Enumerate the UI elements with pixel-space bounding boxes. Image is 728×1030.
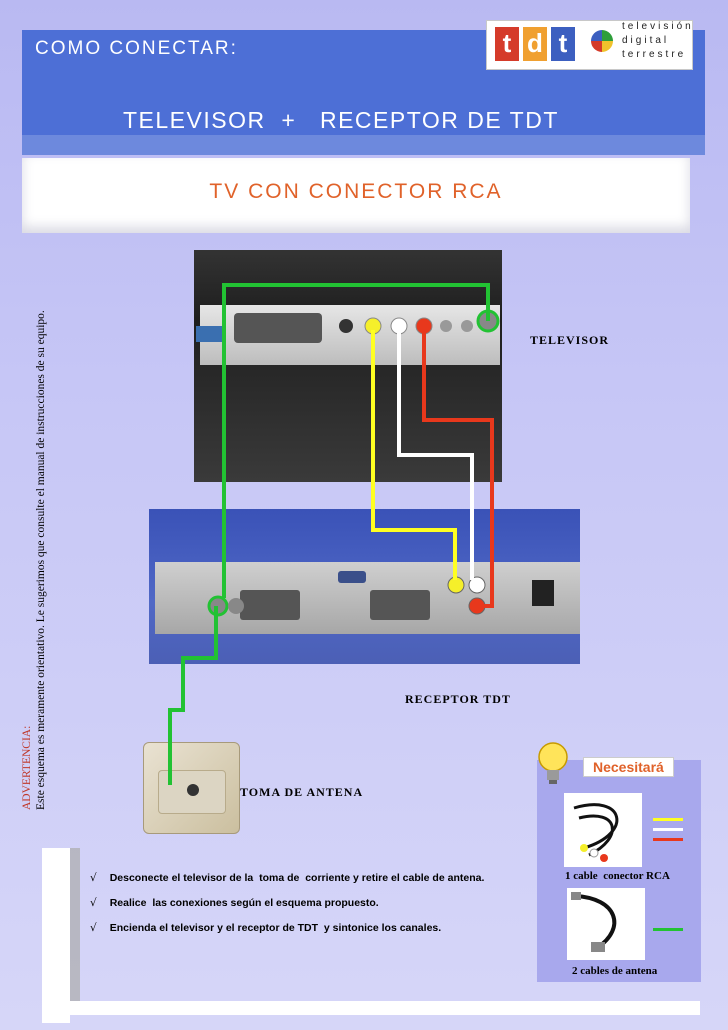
tv-back-photo — [194, 250, 502, 482]
receiver-power-switch — [532, 580, 554, 606]
check-icon: √ — [90, 922, 97, 934]
antenna-cable-tv — [222, 283, 490, 598]
receiver-rs232-port — [338, 571, 366, 583]
antenna-cable-photo — [567, 888, 645, 960]
label-receiver: RECEPTOR TDT — [405, 692, 511, 706]
tv-svideo-port — [339, 319, 353, 333]
rca-cable-caption: 1 cable conector RCA — [565, 870, 670, 882]
receiver-scart-tv — [370, 590, 430, 620]
logo-letter-t2: t — [551, 27, 575, 61]
check-icon: √ — [90, 872, 97, 884]
step-text: Realice las conexiones según el esquema … — [109, 897, 379, 909]
check-icon: √ — [90, 897, 97, 909]
needs-title: Necesitará — [583, 757, 674, 777]
audio-cable-red — [422, 330, 494, 608]
header-heading: COMO CONECTAR: — [35, 38, 238, 59]
logo-line-1: televisión — [622, 21, 694, 32]
step-1: √ Desconecte el televisor de la toma de c… — [90, 872, 484, 884]
steps-frame-bottom — [70, 1001, 700, 1015]
steps-frame-shadow — [70, 848, 80, 1001]
receiver-ant-out-port — [228, 598, 244, 614]
antenna-swatch-green — [653, 928, 683, 931]
receiver-audio-l-out — [468, 576, 486, 594]
tv-headphone-port — [461, 320, 473, 332]
logo-letter-t1: t — [495, 27, 519, 61]
page-title: TELEVISOR + RECEPTOR DE TDT — [123, 107, 559, 133]
label-tv: TELEVISOR — [530, 333, 610, 347]
step-text: Desconecte el televisor de la toma de co… — [109, 872, 485, 884]
rca-swatch-red — [653, 838, 683, 841]
receiver-scart-video — [240, 590, 300, 620]
subheader-title: TV CON CONECTOR RCA — [209, 180, 503, 203]
tv-vga-port — [196, 326, 222, 342]
step-2: √ Realice las conexiones según el esquema… — [90, 897, 379, 909]
step-3: √ Encienda el televisor y el receptor de … — [90, 922, 441, 934]
logo-letter-d: d — [523, 27, 547, 61]
rca-cable-photo — [564, 793, 642, 867]
rca-swatch-yellow — [653, 818, 683, 821]
logo-line-2: digital — [622, 35, 670, 46]
tv-scart-port — [234, 313, 322, 343]
steps-frame-left — [42, 848, 70, 1023]
tdt-logo: t d t — [486, 20, 693, 70]
antenna-cable-caption: 2 cables de antena — [572, 965, 658, 977]
antenna-socket-hole — [187, 784, 199, 796]
video-cable-yellow — [371, 330, 457, 580]
logo-line-3: terrestre — [622, 49, 687, 60]
step-text: Encienda el televisor y el receptor de T… — [109, 922, 442, 934]
logo-globe-icon — [591, 30, 613, 52]
rca-swatch-white — [653, 828, 683, 831]
lightbulb-icon — [538, 742, 568, 784]
label-antenna: TOMA DE ANTENA — [240, 785, 364, 799]
subheader-band — [22, 158, 690, 233]
audio-cable-white — [397, 330, 474, 580]
antenna-cable-wall — [168, 606, 218, 785]
tv-pcin-port — [440, 320, 452, 332]
